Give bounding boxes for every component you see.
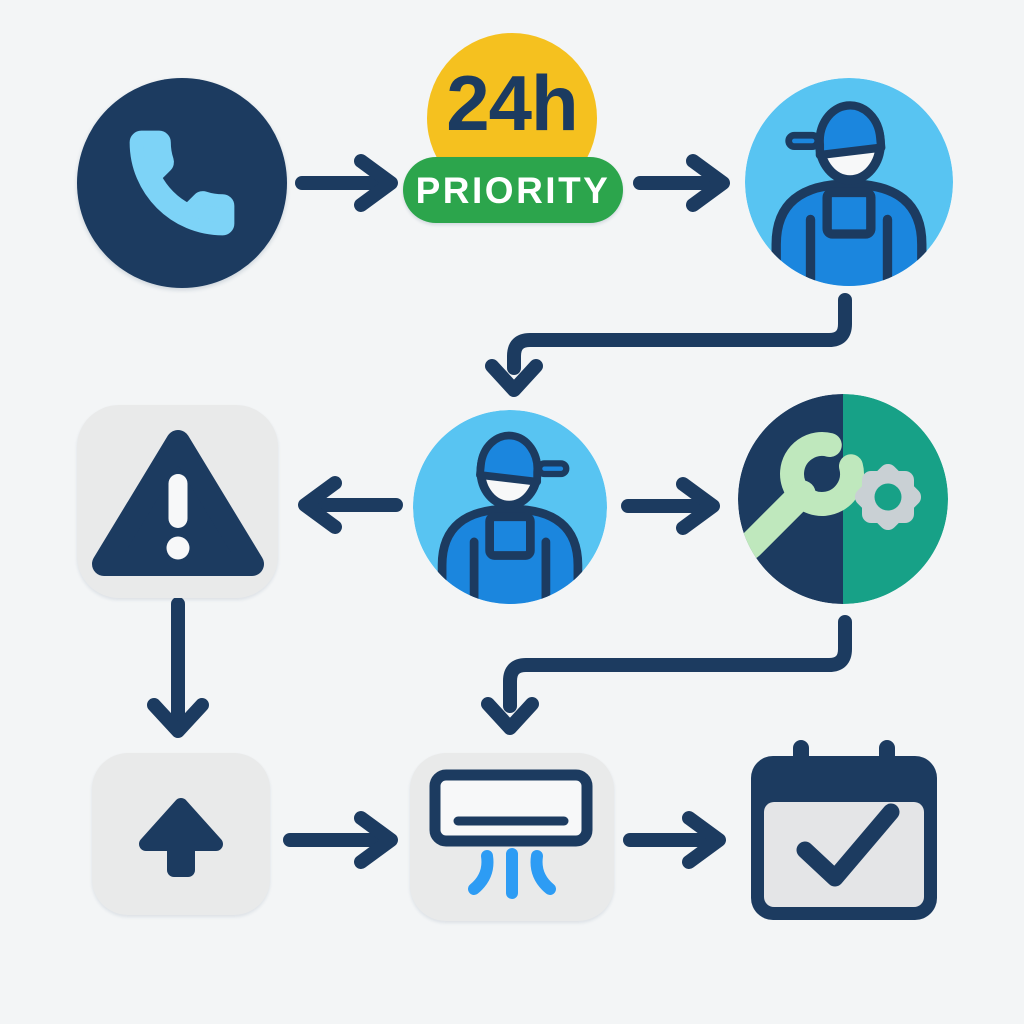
warning-triangle-icon bbox=[91, 429, 264, 576]
technician-icon bbox=[745, 78, 953, 286]
arrow-upload-to-ac bbox=[283, 811, 398, 869]
priority-label: PRIORITY bbox=[415, 169, 611, 211]
ac-unit-node bbox=[410, 753, 614, 921]
arrow-technician-to-warning bbox=[298, 476, 403, 534]
wrench-icon bbox=[738, 432, 864, 560]
arrow-phone-to-badge bbox=[295, 154, 398, 212]
issue-warning-node bbox=[77, 405, 278, 598]
arrow-warning-to-upload bbox=[147, 597, 209, 738]
technician-top-node bbox=[745, 78, 953, 286]
schedule-confirmed-node bbox=[743, 728, 943, 928]
technician-center-node bbox=[413, 410, 607, 604]
arrow-tools-to-ac-elbow bbox=[481, 615, 852, 735]
escalation-upload-node bbox=[92, 753, 270, 915]
air-conditioner-icon bbox=[429, 769, 593, 899]
arrow-technician-to-technician-elbow bbox=[485, 293, 852, 397]
phone-icon bbox=[129, 130, 235, 236]
upload-arrow-icon bbox=[139, 798, 223, 877]
gear-icon bbox=[854, 463, 922, 531]
phone-call-node bbox=[77, 78, 287, 288]
priority-pill: PRIORITY bbox=[403, 157, 623, 223]
airflow-lines bbox=[468, 848, 556, 899]
arrow-badge-to-technician bbox=[633, 154, 730, 212]
repair-tools-node bbox=[738, 394, 948, 604]
arrow-ac-to-calendar bbox=[623, 811, 726, 869]
arrow-technician-to-tools bbox=[621, 477, 720, 535]
calendar-check-icon bbox=[751, 740, 937, 920]
badge-time-label: 24h bbox=[446, 59, 578, 147]
technician-icon bbox=[413, 410, 607, 604]
wrench-gear-icon bbox=[738, 394, 948, 604]
